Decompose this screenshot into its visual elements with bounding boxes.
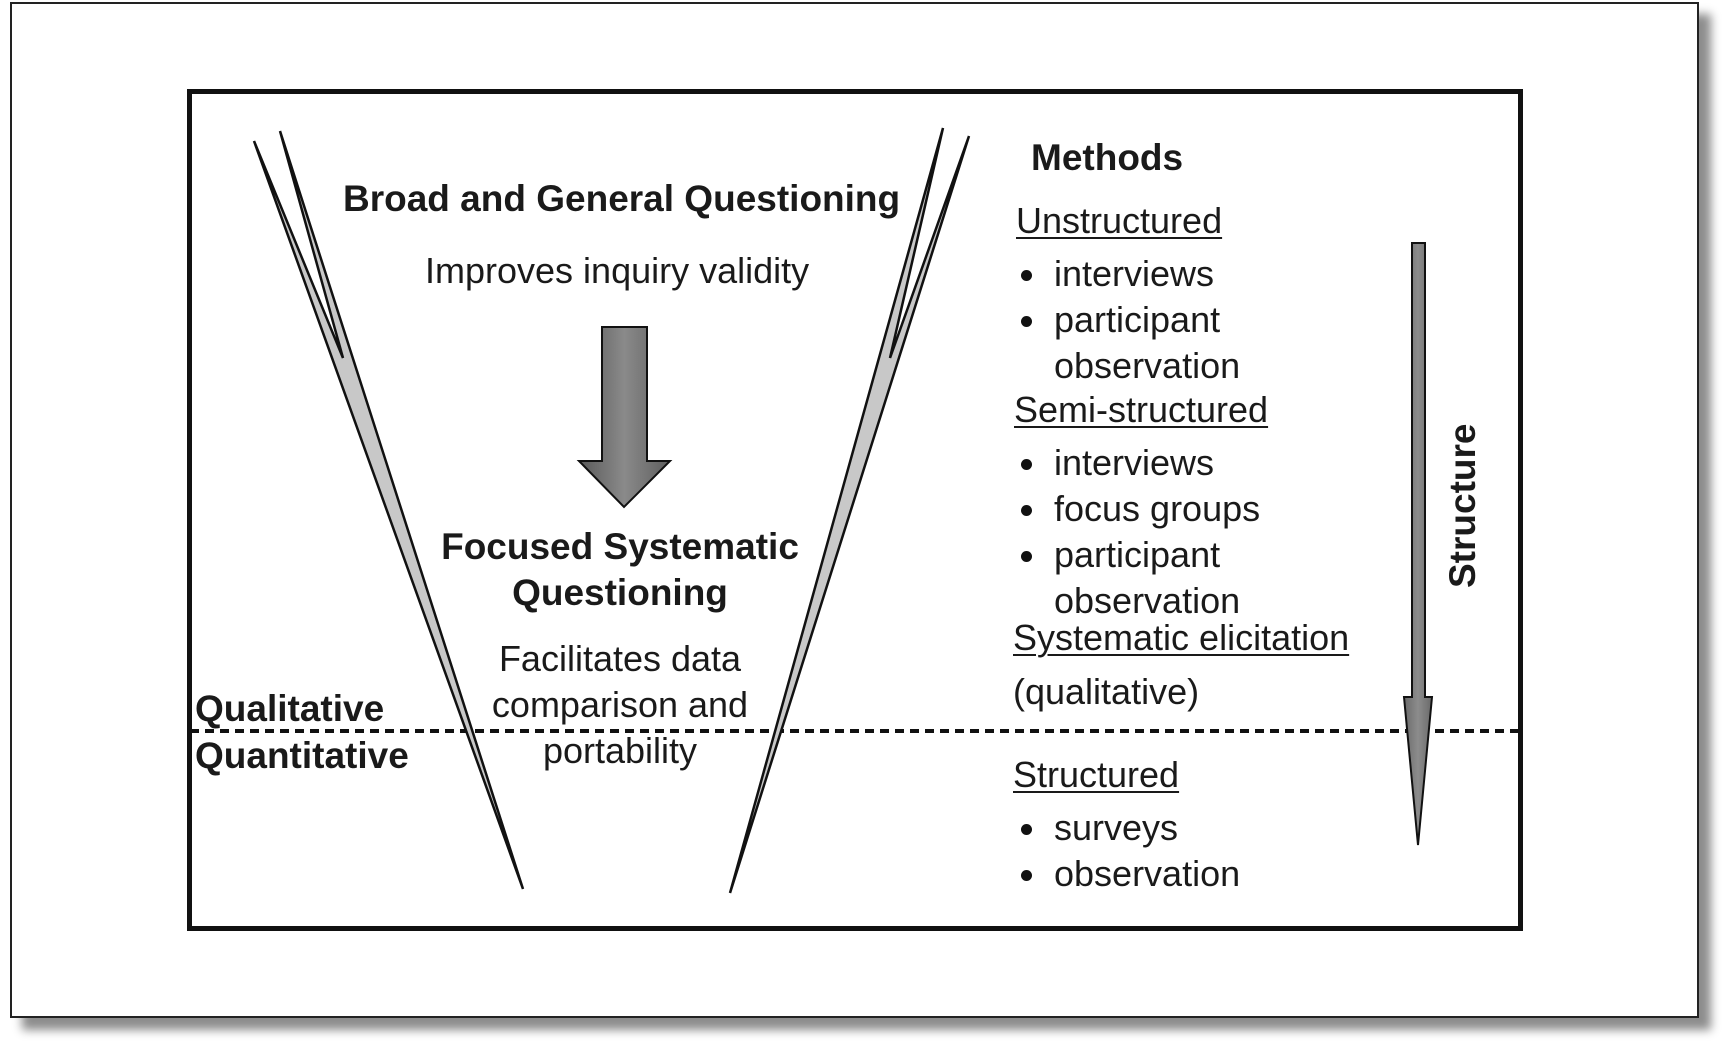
bullet-icon bbox=[1021, 824, 1032, 835]
broad-questioning-heading: Broad and General Questioning bbox=[343, 178, 901, 219]
methods-title: Methods bbox=[1031, 137, 1184, 178]
unstructured-item-participant: participant bbox=[1054, 299, 1221, 340]
focused-questioning-subtext-line1: Facilitates data bbox=[498, 638, 742, 679]
process-down-arrow bbox=[576, 326, 673, 509]
semi-structured-item-participant: participant bbox=[1054, 534, 1221, 575]
unstructured-item-observation: observation bbox=[1054, 345, 1241, 386]
broad-questioning-subtext: Improves inquiry validity bbox=[425, 250, 810, 291]
structured-item-observation: observation bbox=[1054, 853, 1241, 894]
funnel-left-wall bbox=[252, 130, 525, 890]
focused-questioning-subtext-line2: comparison and bbox=[491, 684, 749, 725]
focused-questioning-heading-line2: Questioning bbox=[512, 572, 728, 613]
bullet-icon bbox=[1021, 505, 1032, 516]
bullet-icon bbox=[1021, 551, 1032, 562]
quantitative-label: Quantitative bbox=[195, 735, 409, 776]
systematic-elicitation-label: Systematic elicitation bbox=[1013, 617, 1350, 658]
structured-item-surveys: surveys bbox=[1054, 807, 1179, 848]
focused-questioning-heading-line1: Focused Systematic bbox=[441, 526, 799, 567]
semi-structured-item-observation: observation bbox=[1054, 580, 1241, 621]
unstructured-item-interviews: interviews bbox=[1054, 253, 1215, 294]
semi-structured-label: Semi-structured bbox=[1014, 389, 1269, 430]
qualitative-label: Qualitative bbox=[195, 688, 385, 729]
diagram-frame bbox=[187, 89, 1523, 931]
funnel-right-wall bbox=[728, 127, 971, 894]
systematic-elicitation-note: (qualitative) bbox=[1013, 671, 1200, 712]
unstructured-label: Unstructured bbox=[1016, 200, 1223, 241]
bullet-icon bbox=[1021, 270, 1032, 281]
bullet-icon bbox=[1021, 870, 1032, 881]
semi-structured-item-focus-groups: focus groups bbox=[1054, 488, 1261, 529]
bullet-icon bbox=[1021, 316, 1032, 327]
structure-axis-label: Structure bbox=[1442, 423, 1483, 588]
semi-structured-item-interviews: interviews bbox=[1054, 442, 1215, 483]
focused-questioning-subtext-line3: portability bbox=[542, 730, 698, 771]
bullet-icon bbox=[1021, 459, 1032, 470]
structure-down-arrow bbox=[1402, 242, 1434, 846]
structured-label: Structured bbox=[1013, 754, 1180, 795]
